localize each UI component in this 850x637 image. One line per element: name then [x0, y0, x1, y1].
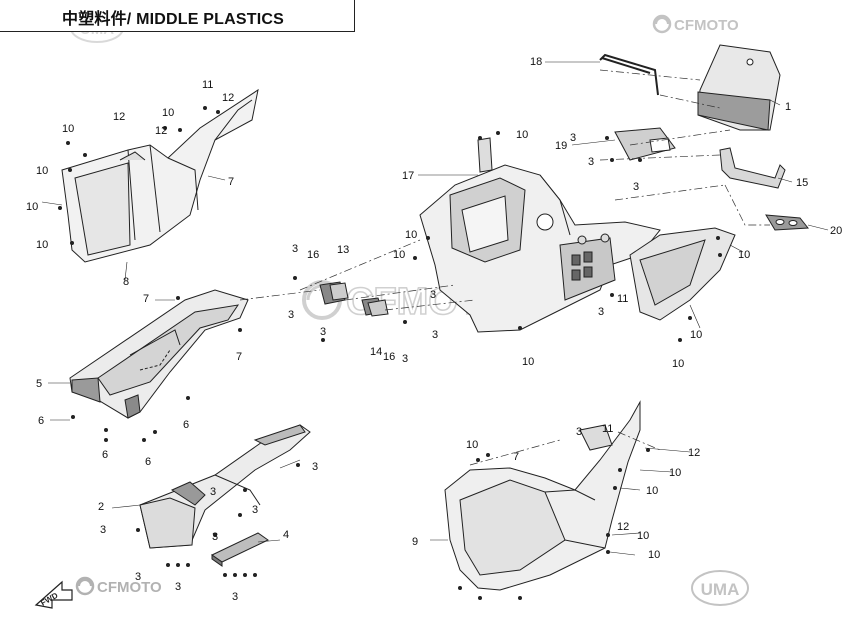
- callout-6: 6: [145, 456, 151, 468]
- callout-3: 3: [576, 426, 582, 438]
- part-13-14-16-clips: [319, 281, 389, 317]
- callout-20: 20: [830, 225, 842, 237]
- cfmoto-logo-text-bottom: CFMOTO: [97, 579, 162, 596]
- callout-10: 10: [393, 249, 405, 261]
- callout-11: 11: [602, 423, 613, 435]
- fastener-dots: [58, 106, 722, 600]
- callout-3: 3: [312, 461, 318, 473]
- callout-19: 19: [555, 140, 567, 152]
- callout-3: 3: [135, 571, 141, 583]
- callout-12: 12: [617, 521, 629, 533]
- callout-9: 9: [412, 536, 418, 548]
- callout-labels: 1 2 3 3 3 3 3 3 3 3 3 3 3 3 3 3 3 3 3 3 …: [26, 56, 842, 603]
- callout-15: 15: [796, 177, 808, 189]
- callout-3: 3: [402, 353, 408, 365]
- callout-12: 12: [688, 447, 700, 459]
- callout-17: 17: [402, 170, 414, 182]
- callout-3: 3: [430, 289, 436, 301]
- callout-10: 10: [36, 165, 48, 177]
- page-title: 中塑料件/ MIDDLE PLASTICS: [62, 11, 284, 28]
- assembly-leader-lines: [239, 69, 770, 466]
- callout-10: 10: [738, 249, 750, 261]
- part-19-bracket: [614, 127, 676, 161]
- callout-7: 7: [236, 351, 242, 363]
- callout-11: 11: [617, 293, 628, 305]
- part-right-front-panel: [629, 227, 736, 321]
- callout-10: 10: [162, 107, 174, 119]
- callout-3: 3: [292, 243, 298, 255]
- callout-6: 6: [38, 415, 44, 427]
- watermark-cfmoto-top-right: CFMOTO: [652, 14, 739, 34]
- callout-7: 7: [513, 451, 519, 463]
- callout-12: 12: [113, 111, 125, 123]
- callout-10: 10: [522, 356, 534, 368]
- part-9-right-side-panel: [444, 400, 641, 591]
- callout-1: 1: [785, 101, 791, 113]
- part-5-center-console: [69, 289, 249, 419]
- callout-8: 8: [123, 276, 129, 288]
- callout-10: 10: [36, 239, 48, 251]
- callout-3: 3: [212, 531, 218, 543]
- part-1-glovebox-lid: [697, 44, 781, 131]
- callout-3: 3: [175, 581, 181, 593]
- callout-18: 18: [530, 56, 542, 68]
- callout-3: 3: [100, 524, 106, 536]
- callout-10: 10: [405, 229, 417, 241]
- callout-leader-lines: [41, 61, 829, 556]
- callout-3: 3: [633, 181, 639, 193]
- callout-14: 14: [370, 346, 382, 358]
- part-17-center-dash: [419, 137, 661, 333]
- callout-3: 3: [288, 309, 294, 321]
- callout-13: 13: [337, 244, 349, 256]
- callout-10: 10: [690, 329, 702, 341]
- part-15-bracket: [719, 147, 786, 189]
- callout-10: 10: [648, 549, 660, 561]
- part-2-lower-console: [139, 424, 311, 549]
- callout-3: 3: [570, 132, 576, 144]
- callout-3: 3: [232, 591, 238, 603]
- uma-logo-text-bottom: UMA: [701, 580, 740, 599]
- callout-11: 11: [202, 79, 213, 91]
- callout-3: 3: [598, 306, 604, 318]
- callout-12: 12: [222, 92, 234, 104]
- watermark-cfmoto-bottom-left: CFMOTO: [75, 576, 162, 596]
- callout-10: 10: [516, 129, 528, 141]
- callout-10: 10: [26, 201, 38, 213]
- callout-3: 3: [252, 504, 258, 516]
- callout-16: 16: [383, 351, 395, 363]
- callout-6: 6: [183, 419, 189, 431]
- title-banner: 中塑料件/ MIDDLE PLASTICS: [0, 0, 355, 32]
- callout-3: 3: [432, 329, 438, 341]
- callout-10: 10: [466, 439, 478, 451]
- callout-10: 10: [646, 485, 658, 497]
- part-20-switch-plate: [765, 214, 809, 231]
- callout-3: 3: [588, 156, 594, 168]
- callout-4: 4: [283, 529, 289, 541]
- part-8-left-side-panel: [61, 88, 259, 263]
- callout-12: 12: [155, 125, 167, 137]
- callout-16: 16: [307, 249, 319, 261]
- fwd-arrow-icon: FWD: [34, 580, 73, 609]
- callout-10: 10: [669, 467, 681, 479]
- cfmoto-logo-text-top: CFMOTO: [674, 17, 739, 34]
- callout-5: 5: [36, 378, 42, 390]
- callout-7: 7: [143, 293, 149, 305]
- callout-2: 2: [98, 501, 104, 513]
- callout-6: 6: [102, 449, 108, 461]
- part-18-handle: [599, 53, 659, 96]
- part-4-mat-strip: [211, 532, 269, 567]
- callout-10: 10: [62, 123, 74, 135]
- callout-3: 3: [210, 486, 216, 498]
- callout-3: 3: [320, 326, 326, 338]
- callout-10: 10: [672, 358, 684, 370]
- callout-7: 7: [228, 176, 234, 188]
- callout-10: 10: [637, 530, 649, 542]
- watermark-uma-bottom-right: UMA: [691, 570, 749, 606]
